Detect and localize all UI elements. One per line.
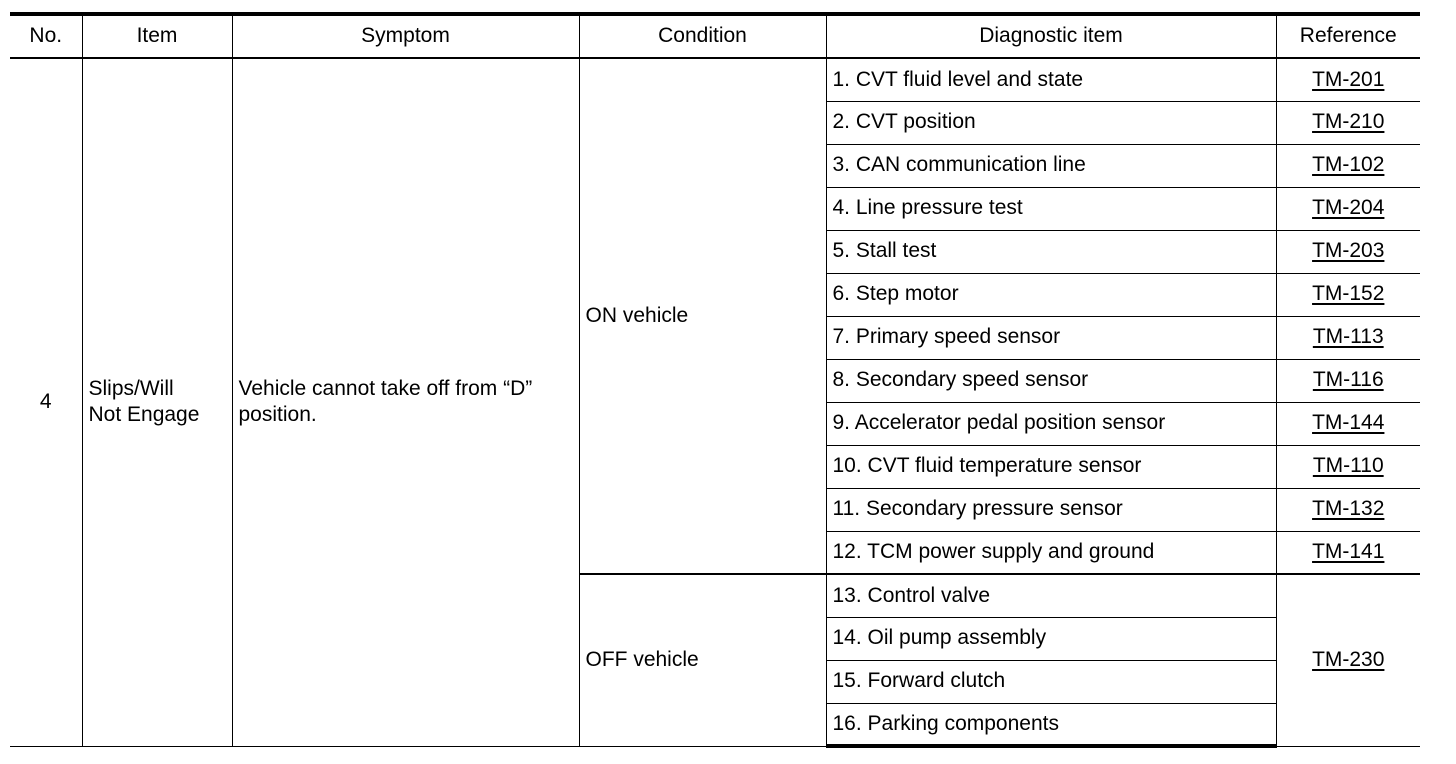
reference-cell: TM-113 [1275,315,1420,360]
reference-cell: TM-141 [1275,530,1420,575]
table-row: 7. Primary speed sensor TM-113 [10,315,1420,360]
diagnostic-item: 13. Control valve [825,573,1277,618]
table-row: 6. Step motor TM-152 [10,272,1420,317]
table-row: 16. Parking components [10,702,1420,748]
symptom-text-line2: position. [238,403,317,427]
item-text-line2: Not Engage [88,403,200,427]
table-row: 8. Secondary speed sensor TM-116 [10,358,1420,403]
reference-link[interactable]: TM-102 [1312,153,1385,177]
reference-link[interactable]: TM-110 [1312,454,1384,478]
diagnostic-item: 4. Line pressure test [826,186,1277,231]
reference-link[interactable]: TM-203 [1312,239,1385,263]
diagnostic-item: 8. Secondary speed sensor [826,358,1277,403]
table-row: 4 Slips/Will Not Engage Vehicle cannot t… [10,57,1420,747]
diagnosis-table-wrapper: No. Item Symptom Condition Diagnostic it… [10,12,1420,748]
reference-cell: TM-102 [1275,143,1420,188]
diagnostic-item: 14. Oil pump assembly [826,616,1276,661]
table-row: 11. Secondary pressure sensor TM-132 [10,487,1420,532]
diagnostic-item: 3. CAN communication line [826,143,1277,188]
diagnostic-item: 15. Forward clutch [826,659,1276,704]
reference-cell-off-vehicle: TM-230 [1275,573,1420,747]
header-condition: Condition [578,12,827,59]
diagnostic-item: 10. CVT fluid temperature sensor [826,444,1277,489]
diagnostic-item: 7. Primary speed sensor [826,315,1277,360]
reference-link[interactable]: TM-204 [1312,196,1385,220]
reference-link[interactable]: TM-230 [1312,648,1385,672]
reference-cell: TM-116 [1275,358,1420,403]
reference-link[interactable]: TM-132 [1312,497,1385,521]
row-number: 4 [10,57,83,747]
reference-link[interactable]: TM-116 [1312,368,1384,392]
reference-cell: TM-110 [1275,444,1420,489]
reference-cell: TM-201 [1275,57,1420,102]
reference-link[interactable]: TM-201 [1312,67,1385,91]
reference-cell: TM-152 [1275,272,1420,317]
item-text-line1: Slips/Will [88,377,174,400]
condition-off-vehicle: OFF vehicle [579,573,827,747]
diagnostic-item: 6. Step motor [826,272,1277,317]
reference-cell: TM-132 [1275,487,1420,532]
diagnostic-item: 11. Secondary pressure sensor [826,487,1277,532]
header-reference: Reference [1275,12,1420,59]
symptom-cell: Vehicle cannot take off from “D” positio… [231,57,580,747]
reference-cell: TM-210 [1275,100,1420,145]
table-row: 9. Accelerator pedal position sensor TM-… [10,401,1420,446]
header-symptom: Symptom [231,12,580,59]
header-diagnostic-item: Diagnostic item [825,12,1277,59]
table-row: 3. CAN communication line TM-102 [10,143,1420,188]
table-row: 10. CVT fluid temperature sensor TM-110 [10,444,1420,489]
item-cell: Slips/Will Not Engage [81,57,233,747]
symptom-text-line1: Vehicle cannot take off from “D” [238,377,533,400]
reference-cell: TM-203 [1275,229,1420,274]
header-row: No. Item Symptom Condition Diagnostic it… [10,12,1420,59]
reference-link[interactable]: TM-152 [1312,282,1385,306]
diagnostic-item: 1. CVT fluid level and state [825,57,1277,102]
reference-link[interactable]: TM-113 [1312,325,1384,349]
table-row: 14. Oil pump assembly [10,616,1420,661]
diagnostic-item: 5. Stall test [826,229,1277,274]
diagnosis-table: No. Item Symptom Condition Diagnostic it… [10,12,1420,748]
table-row: 4. Line pressure test TM-204 [10,186,1420,231]
diagnostic-item: 16. Parking components [826,702,1276,748]
table-row: 2. CVT position TM-210 [10,100,1420,145]
reference-link[interactable]: TM-141 [1312,540,1385,564]
table-row: 5. Stall test TM-203 [10,229,1420,274]
header-item: Item [81,12,233,59]
diagnostic-item: 12. TCM power supply and ground [826,530,1277,575]
diagnostic-item: 2. CVT position [826,100,1277,145]
header-no: No. [10,12,83,59]
table-row: OFF vehicle 13. Control valve TM-230 [10,573,1420,747]
reference-link[interactable]: TM-210 [1312,110,1385,134]
reference-cell: TM-204 [1275,186,1420,231]
diagnostic-item: 9. Accelerator pedal position sensor [826,401,1277,446]
reference-link[interactable]: TM-144 [1312,411,1385,435]
condition-on-vehicle: ON vehicle [578,57,827,575]
reference-cell: TM-144 [1275,401,1420,446]
